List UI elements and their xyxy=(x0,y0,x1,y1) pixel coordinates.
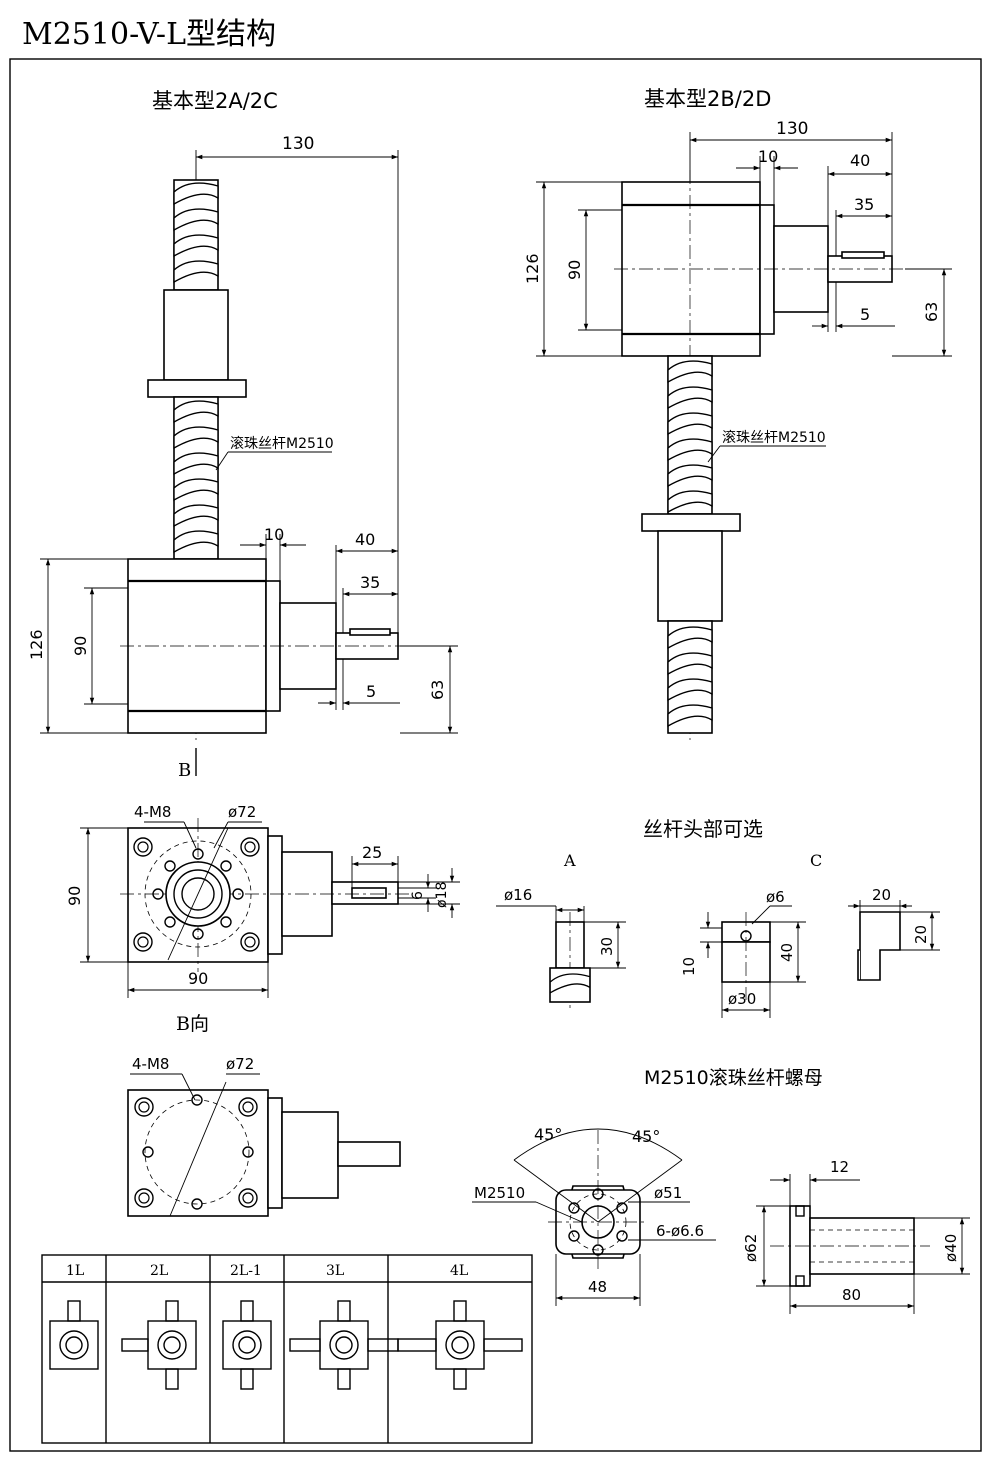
dim-10-right: 10 xyxy=(758,147,778,166)
ball-nut-right xyxy=(641,513,741,622)
head-options-title: 丝杆头部可选 xyxy=(643,817,763,841)
ball-nut-detail: M2510滚珠丝杆螺母 45° 45° M2510 ø51 6-ø6.6 48 xyxy=(472,1067,970,1314)
screw-head-options: 丝杆头部可选 A C ø16 30 ø30 ø6 40 xyxy=(496,817,940,1018)
gearbox-body-right xyxy=(621,181,893,357)
dim-m2510-nut: M2510 xyxy=(474,1184,525,1202)
config-4l-icon xyxy=(397,1300,523,1390)
dim-10-c: 10 xyxy=(680,957,698,976)
dim-30-a: 30 xyxy=(598,937,616,956)
dim-4-m8-b: 4-M8 xyxy=(134,803,171,821)
dim-90-b-vert: 90 xyxy=(65,886,84,906)
dim-20-c-h: 20 xyxy=(912,925,930,944)
dim-25-b: 25 xyxy=(362,843,382,862)
dim-126-right: 126 xyxy=(523,253,542,284)
dim-16-a: ø16 xyxy=(504,886,532,904)
dim-40-right: 40 xyxy=(850,151,870,170)
dim-90-right: 90 xyxy=(565,260,584,280)
dim-40-c: 40 xyxy=(778,943,796,962)
dim-130-right: 130 xyxy=(776,119,808,139)
view-2b-2d-title: 基本型2B/2D xyxy=(644,87,771,111)
view-2b-2d: 基本型2B/2D 130 10 40 35 5 xyxy=(523,87,952,740)
dim-63-left: 63 xyxy=(428,680,447,700)
dim-4-m8-bd: 4-M8 xyxy=(132,1055,169,1073)
dim-18-b: ø18 xyxy=(434,882,450,908)
config-2l-icon xyxy=(121,1300,197,1390)
page-title: M2510-V-L型结构 xyxy=(22,17,276,52)
nut-title: M2510滚珠丝杆螺母 xyxy=(644,1067,823,1089)
dim-6-c: ø6 xyxy=(766,888,785,906)
config-4l: 4L xyxy=(450,1263,468,1279)
view-2a-2c: 基本型2A/2C 130 滚珠丝杆 xyxy=(27,89,458,781)
ball-screw-right-lower xyxy=(667,620,713,734)
ball-nut xyxy=(147,289,247,398)
config-2l-1-icon xyxy=(222,1300,272,1390)
ball-screw-right-upper xyxy=(667,355,713,515)
head-a-label: A xyxy=(563,851,576,870)
ball-screw-upper xyxy=(173,179,219,291)
dim-6-66-nut: 6-ø6.6 xyxy=(656,1222,704,1240)
screw-label-right: 滚珠丝杆M2510 xyxy=(722,429,826,446)
config-1l-icon xyxy=(49,1300,99,1370)
dim-62-nut: ø62 xyxy=(742,1234,760,1262)
dim-51-nut: ø51 xyxy=(654,1184,682,1202)
config-table: 1L 2L 2L-1 3L 4L xyxy=(41,1254,533,1444)
dim-48-nut: 48 xyxy=(588,1278,607,1296)
dim-63-right: 63 xyxy=(922,302,941,322)
dim-35-left: 35 xyxy=(360,573,380,592)
dim-80-nut: 80 xyxy=(842,1286,861,1304)
config-2l: 2L xyxy=(150,1263,168,1279)
view-b-flange: 4-M8 ø72 90 90 25 6 ø18 xyxy=(65,803,460,998)
dim-6-b: 6 xyxy=(410,891,426,900)
dim-90-left: 90 xyxy=(71,636,90,656)
ball-screw-lower xyxy=(173,396,219,560)
dim-40-left: 40 xyxy=(355,530,375,549)
dim-5-left: 5 xyxy=(366,682,376,701)
dim-12-nut: 12 xyxy=(830,1158,849,1176)
view-b-marker: B xyxy=(178,760,191,781)
config-3l: 3L xyxy=(326,1263,344,1279)
view-2a-2c-title: 基本型2A/2C xyxy=(152,89,278,113)
config-3l-icon xyxy=(289,1300,399,1390)
view-b-direction: B向 4-M8 ø72 xyxy=(127,1013,401,1217)
dim-72-b: ø72 xyxy=(228,803,256,821)
dim-10-left: 10 xyxy=(264,525,284,544)
config-2l-1: 2L-1 xyxy=(230,1263,262,1279)
drawing-frame xyxy=(9,58,982,1452)
head-c-label: C xyxy=(810,851,822,870)
dim-126-left: 126 xyxy=(27,629,46,660)
dim-72-bd: ø72 xyxy=(226,1055,254,1073)
screw-label-left: 滚珠丝杆M2510 xyxy=(230,435,334,452)
dim-45-right: 45° xyxy=(632,1127,660,1146)
dim-45-left: 45° xyxy=(534,1125,562,1144)
dim-5-right: 5 xyxy=(860,305,870,324)
dim-90-b-horiz: 90 xyxy=(188,969,208,988)
dim-40-nut: ø40 xyxy=(942,1234,960,1262)
dim-20-c-w: 20 xyxy=(872,886,891,904)
dim-30-c: ø30 xyxy=(728,990,756,1008)
config-1l: 1L xyxy=(66,1263,84,1279)
dim-130: 130 xyxy=(282,134,314,154)
view-b-direction-label: B向 xyxy=(176,1013,209,1035)
dim-35-right: 35 xyxy=(854,195,874,214)
